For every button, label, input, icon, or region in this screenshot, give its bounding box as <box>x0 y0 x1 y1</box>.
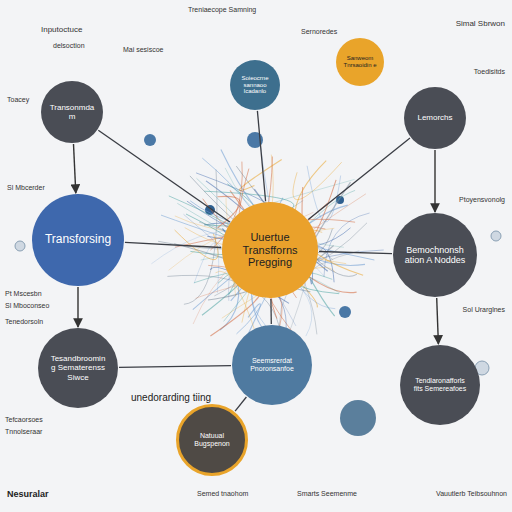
web-strand <box>194 243 219 293</box>
teal-circle <box>340 400 376 436</box>
node-text: Transforsing <box>44 233 112 247</box>
circle-node: Tesandbrooming Sematerenss Siwce <box>38 328 118 408</box>
node-text: Tendlaronafforls fits Semereafoes <box>411 377 470 393</box>
annotation-label: Semed tnaohom <box>196 490 249 498</box>
connector-line <box>319 252 392 254</box>
web-strand <box>184 170 217 305</box>
annotation-label: Sol Urarglnes <box>462 306 506 314</box>
circle-node: Seemsrerdat Pnoronsanfoe <box>232 325 312 405</box>
small-dot <box>144 134 156 146</box>
circle-node: Lemorchs <box>404 87 466 149</box>
annotation-label: Inputoctuce <box>40 26 83 35</box>
node-text: Soieocrne sannaoo lcadanlo <box>237 75 274 96</box>
circle-node: Sanweom Tnrsaoidin e <box>336 38 384 86</box>
circle-node: Tendlaronafforls fits Semereafoes <box>400 345 480 425</box>
small-dot <box>339 306 351 318</box>
annotation-label: Nesuralar <box>6 490 50 500</box>
web-strand <box>324 213 370 277</box>
small-dot <box>491 231 501 241</box>
node-text: Bemochnonshation A Noddes <box>404 245 466 266</box>
connector-line <box>270 299 272 324</box>
circle-node: Soieocrne sannaoo lcadanlo <box>230 60 280 110</box>
annotation-label: delsoction <box>52 42 86 50</box>
node-text: Lemorchs <box>412 113 458 122</box>
annotation-label: unedorarding tiing <box>130 392 212 403</box>
node-text: Tesandbrooming Sematerenss Siwce <box>49 354 108 382</box>
connector-line <box>235 397 246 411</box>
connector-line <box>308 138 410 219</box>
connector-line <box>119 366 231 368</box>
annotation-label: Tnnolseraar <box>4 428 43 436</box>
annotation-label: Sernoredes <box>300 28 338 36</box>
node-text: Natuual Bugspenon <box>186 432 239 448</box>
annotation-label: Simal Sbrwon <box>455 20 506 29</box>
circle-node: Transforsing <box>32 194 124 286</box>
annotation-label: Mai sesiscoe <box>122 46 164 54</box>
circle-node: Natuual Bugspenon <box>176 404 248 476</box>
circle-node: Uuertue Transfforns Pregging <box>222 202 318 298</box>
annotation-label: Treniaecope Samning <box>187 6 257 14</box>
circle-node: Transonmdam <box>41 81 103 143</box>
connector-line <box>98 130 230 222</box>
annotation-label: Toedisitds <box>473 68 506 76</box>
annotation-label: Toacey <box>6 96 30 104</box>
circle-node: Bemochnonshation A Noddes <box>393 213 477 297</box>
node-text: Sanweom Tnrsaoidin e <box>342 55 378 69</box>
connector-line <box>257 111 265 201</box>
annotation-label: Pt Mscesbn <box>4 290 43 298</box>
annotation-label: Vauutlerb Teibsouhnon <box>435 490 508 498</box>
connector-line <box>434 150 435 212</box>
small-dot <box>15 241 25 251</box>
connector-line <box>437 298 439 344</box>
annotation-label: Tefcaorsoes <box>4 416 44 424</box>
web-strand <box>239 159 281 190</box>
node-text: Seemsrerdat Pnoronsanfoe <box>243 357 302 373</box>
connector-line <box>77 287 78 327</box>
connector-line <box>74 144 76 193</box>
connector-line <box>125 242 221 247</box>
annotation-label: Tenedorsoln <box>4 318 44 326</box>
annotation-label: Smarts Seemenme <box>296 490 358 498</box>
web-strand <box>307 166 341 222</box>
annotation-label: Sl Mbcerder <box>6 184 46 192</box>
annotation-label: Ptoyensvonolg <box>458 196 506 204</box>
node-text: Uuertue Transfforns Pregging <box>235 231 306 269</box>
node-text: Transonmdam <box>49 103 95 121</box>
annotation-label: Sl Mboconseo <box>4 302 50 310</box>
